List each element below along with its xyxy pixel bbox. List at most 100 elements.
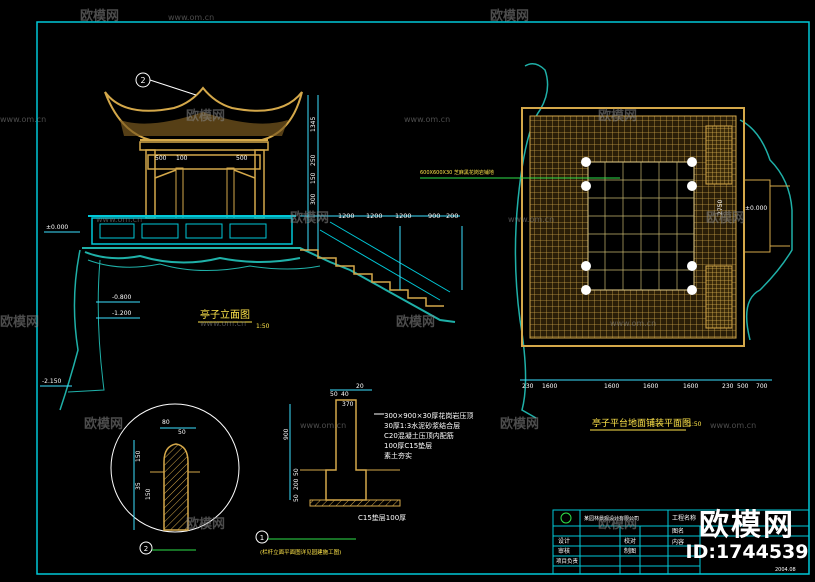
watermark-site: www.om.cn: [96, 215, 142, 224]
title-date: 2004.08: [775, 567, 796, 573]
detail-circle: [110, 403, 240, 533]
watermark-site: www.om.cn: [200, 319, 246, 328]
level-label: -0.800: [112, 294, 132, 301]
watermark-site: www.om.cn: [404, 115, 450, 124]
layer-label: 100厚C15垫层: [384, 441, 432, 450]
section-dim: 370: [342, 401, 354, 408]
watermark-brand: 欧模网: [490, 8, 529, 24]
plan-dim: 700: [756, 383, 768, 390]
detail-dim: 50: [178, 429, 186, 436]
plan-dim: 1600: [643, 383, 658, 390]
section-top-dims: 20 370 40 50: [330, 383, 364, 408]
watermark-brand: 欧模网: [186, 516, 225, 532]
watermark-brand: 欧模网: [186, 108, 225, 124]
elev-top-dim: 1200: [395, 212, 412, 220]
section-dim: 20: [356, 383, 364, 390]
elevation-callout-no: 2: [140, 76, 145, 85]
rock-cliff: [59, 249, 81, 411]
layer-label: 素土夯实: [384, 451, 412, 460]
platform-base: [82, 247, 456, 323]
watermark-site: www.om.cn: [610, 319, 656, 328]
title-block: 某园林景观设计有限公司 工程名称 图名 内容 设计 审核 项目负责 校对 制图 …: [552, 509, 810, 575]
balustrade: [91, 217, 293, 245]
plan-side-dim: 2750: [717, 200, 724, 215]
elevation-vertical-dims: 1345 250 150 300: [310, 117, 317, 205]
vert-dim: 1345: [310, 117, 317, 132]
watermark-brand: 欧模网: [706, 210, 745, 226]
plan-dim: 230: [522, 383, 534, 390]
watermark-site: www.om.cn: [168, 13, 214, 22]
watermark-brand: 欧模网: [80, 8, 119, 24]
section-left-dim: 50: [293, 494, 300, 502]
section-dim: 50: [330, 391, 338, 398]
section-dim: 40: [341, 391, 349, 398]
lintel: [147, 154, 261, 170]
title-drawing-label: 图名: [672, 527, 684, 535]
eave-dim: 500: [155, 155, 167, 162]
vert-dim: 250: [310, 154, 317, 166]
detail-dim: 80: [162, 419, 170, 426]
eave-dim: 100: [176, 155, 188, 162]
watermark-brand: 欧模网: [84, 416, 123, 432]
title-row: 审核: [558, 547, 570, 555]
coping-detail: 80 150 50 35 150 2: [110, 403, 240, 555]
plan-leader-note: 600X600X30 芝麻黑花岗岩铺地: [420, 169, 494, 176]
badge-brand: 欧模网: [699, 508, 795, 543]
vert-dim: 300: [310, 193, 317, 205]
detail-dims: 80 150 50 35 150: [135, 419, 186, 500]
plan-dim: 500: [737, 383, 749, 390]
plan-scale: 1:50: [688, 421, 702, 428]
watermark-brand: 欧模网: [290, 210, 329, 226]
plan-title: 亭子平台地面铺装平面图: [592, 417, 691, 429]
watermark-brand: 欧模网: [500, 416, 539, 432]
watermark-brand: 欧模网: [0, 314, 39, 330]
section-callout: [255, 530, 269, 544]
id-badge: 欧模网 ID:1744539: [683, 508, 811, 563]
section-left-dim: 200: [293, 478, 300, 490]
eave-dim: 500: [236, 155, 248, 162]
column-markers: [581, 157, 697, 295]
title-right-row: 校对: [624, 537, 636, 545]
plan-dim: 1600: [542, 383, 557, 390]
plan-dim: 1600: [604, 383, 619, 390]
plan-bottom-dims: 230 1600 1600 1600 1600 230 500 700: [522, 383, 768, 390]
paving-plan: 600X600X30 芝麻黑花岗岩铺地 230 1600 1600 1600 1…: [420, 63, 793, 431]
elev-top-dim: 900: [428, 212, 440, 220]
roof-tile-fill: [120, 112, 288, 136]
elevation-title: 亭子立面图: [200, 308, 250, 321]
eave-beam: [139, 141, 269, 151]
vert-dim: 150: [310, 172, 317, 184]
level-label: -2.150: [42, 378, 62, 385]
detail-dim: 150: [145, 488, 152, 500]
elev-top-dim: 1200: [366, 212, 383, 220]
detail-callout: [139, 541, 153, 555]
watermark-site: www.om.cn: [300, 421, 346, 430]
elevation-scale: 1:50: [256, 323, 270, 330]
title-company: 某园林景观设计有限公司: [584, 515, 639, 522]
railing-section: 20 370 40 50 300×900×30厚花岗岩压顶 30厚1:3水泥砂浆…: [255, 383, 473, 556]
layer-label: C20混凝土压顶内配筋: [384, 431, 454, 440]
title-project-label: 工程名称: [672, 514, 696, 522]
layer-label: 30厚1:3水泥砂浆结合层: [384, 421, 460, 430]
section-note: (栏杆立面平面图详见园建施工图): [260, 548, 341, 556]
detail-dim: 150: [135, 450, 142, 462]
elevation-levels: ±0.000 -0.800 -1.200 -2.150: [42, 224, 132, 385]
steps: [300, 249, 444, 307]
layer-label: 300×900×30厚花岗岩压顶: [384, 411, 473, 420]
section-left-dim: 50: [293, 468, 300, 476]
coping-profile: [163, 443, 189, 531]
outer-frame: [36, 21, 810, 575]
elev-top-dim: 1200: [338, 212, 355, 220]
badge-id: ID:1744539: [685, 541, 809, 563]
detail-callout-no: 2: [144, 545, 148, 553]
plan-side-level: ±0.000: [745, 205, 767, 212]
watermark-brand: 欧模网: [396, 314, 435, 330]
title-row: 设计: [558, 537, 570, 545]
level-label: -1.200: [112, 310, 132, 317]
plan-dim: 230: [722, 383, 734, 390]
elev-top-dim: 200: [446, 212, 458, 220]
watermark-brand: 欧模网: [598, 516, 637, 532]
section-callout-no: 1: [260, 534, 264, 542]
section-left-dim: 900: [283, 428, 290, 440]
